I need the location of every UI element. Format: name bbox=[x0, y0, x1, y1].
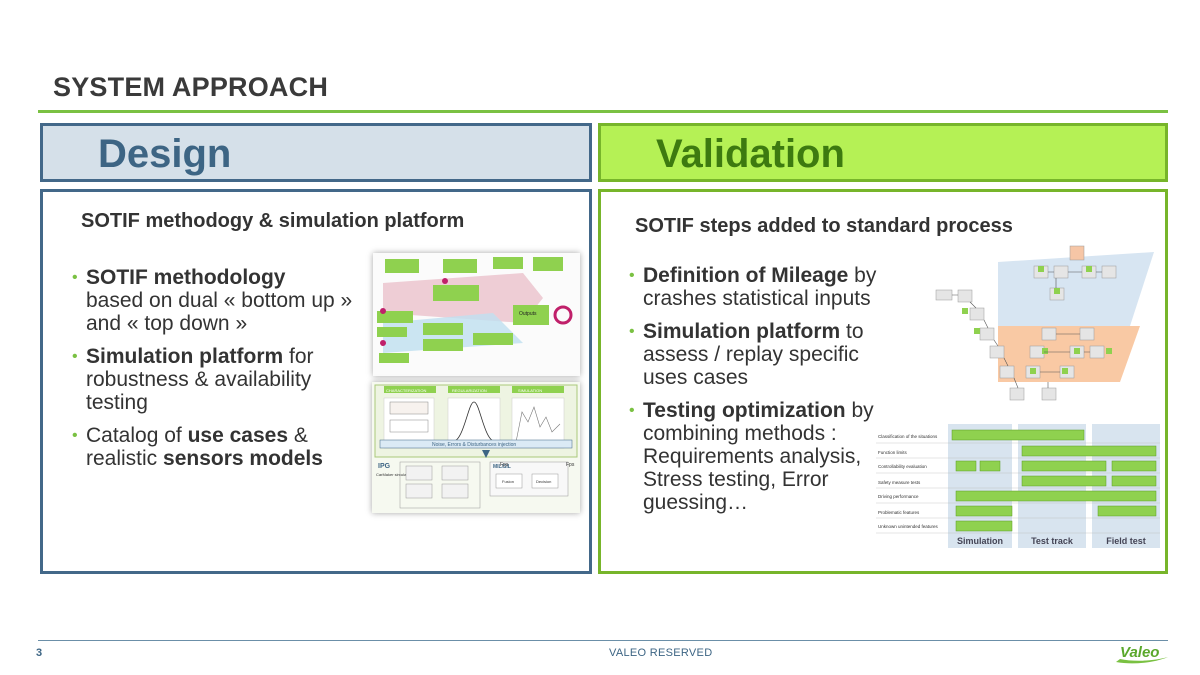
slide-title: SYSTEM APPROACH bbox=[53, 72, 329, 102]
milsil-label: MIL/SIL bbox=[493, 464, 511, 470]
figure-column-label: CHARACTERIZATION bbox=[386, 388, 426, 393]
bullet-bold: Simulation platform bbox=[86, 345, 284, 368]
validation-bullet-list: Definition of Mileage by crashes statist… bbox=[629, 264, 883, 524]
design-bullet: Simulation platform for robustness & ava… bbox=[72, 345, 371, 414]
simulation-platform-image: CHARACTERIZATION REGULARIZATION SIMULATI… bbox=[372, 382, 580, 513]
design-header: Design bbox=[40, 123, 592, 182]
table-column-label: Simulation bbox=[957, 536, 1003, 546]
bullet-text: for robustness & availability testing bbox=[86, 345, 314, 414]
validation-subtitle: SOTIF steps added to standard process bbox=[635, 215, 1013, 237]
bullet-text: to assess / replay specific uses cases bbox=[643, 320, 864, 389]
table-column-label: Field test bbox=[1106, 536, 1146, 546]
decision-label: Decision bbox=[536, 479, 551, 484]
bullet-bold: use cases bbox=[187, 424, 288, 447]
bullet-text: Catalog of bbox=[86, 424, 188, 447]
design-header-label: Design bbox=[98, 132, 232, 176]
table-row-label: Safety measure tests bbox=[878, 480, 921, 485]
table-row-label: Controllability evaluation bbox=[878, 464, 927, 469]
bullet-text: by combining methods : Requirements anal… bbox=[643, 399, 874, 514]
ipg-brand: IPG bbox=[378, 463, 391, 470]
bullet-text: based on dual « bottom up » and « top do… bbox=[86, 289, 353, 335]
table-column-label: Test track bbox=[1031, 536, 1074, 546]
footer-reserved: VALEO RESERVED bbox=[609, 647, 713, 659]
design-subtitle: SOTIF methodogy & simulation platform bbox=[81, 210, 465, 232]
table-row-label: Driving performance bbox=[878, 494, 919, 499]
bullet-bold: sensors models bbox=[163, 447, 323, 470]
carmaker-label: CarMaker simulation bbox=[376, 472, 413, 477]
sotif-methodology-figure: Outputs bbox=[373, 253, 580, 376]
page-number: 3 bbox=[36, 647, 43, 659]
valeo-logo-image: Valeo bbox=[1116, 644, 1168, 664]
validation-bullet: Definition of Mileage by crashes statist… bbox=[629, 264, 883, 310]
design-bullet: Catalog of use cases & realistic sensors… bbox=[72, 424, 371, 470]
bullet-text: & realistic bbox=[86, 424, 308, 470]
simulation-platform-figure: CHARACTERIZATION REGULARIZATION SIMULATI… bbox=[372, 382, 580, 513]
table-row-label: Problematic features bbox=[878, 510, 920, 515]
bullet-bold: Simulation platform bbox=[643, 320, 841, 343]
bullet-bold: Testing optimization bbox=[643, 399, 846, 422]
test-method-table-image: Classification of the situations Functio… bbox=[876, 424, 1160, 548]
bullet-text: by crashes statistical inputs bbox=[643, 264, 877, 310]
validation-header-label: Validation bbox=[656, 132, 845, 176]
validation-bullet: Simulation platform to assess / replay s… bbox=[629, 320, 883, 389]
bullet-bold: Definition of Mileage bbox=[643, 264, 849, 287]
bullet-bold: SOTIF methodology bbox=[86, 266, 286, 289]
table-row-label: Classification of the situations bbox=[878, 434, 938, 439]
outputs-label: Outputs bbox=[519, 311, 537, 317]
figure-column-label: REGULARIZATION bbox=[452, 388, 487, 393]
valeo-logo: Valeo bbox=[1114, 643, 1170, 665]
test-method-table: Classification of the situations Functio… bbox=[876, 424, 1160, 548]
logo-text: Valeo bbox=[1120, 644, 1159, 661]
v-cycle-image bbox=[935, 245, 1154, 401]
design-bullet-list: SOTIF methodology based on dual « bottom… bbox=[72, 266, 371, 480]
fusion-label: Fusion bbox=[502, 479, 514, 484]
fps-right: Fps bbox=[566, 462, 575, 468]
design-bullet: SOTIF methodology based on dual « bottom… bbox=[72, 266, 371, 335]
figure-column-label: SIMULATION bbox=[518, 388, 542, 393]
table-row-label: Function limits bbox=[878, 450, 908, 455]
validation-bullet: Testing optimization by combining method… bbox=[629, 399, 883, 514]
table-row-label: Unknown unintended features bbox=[878, 524, 939, 529]
title-divider bbox=[38, 110, 1168, 113]
validation-header: Validation bbox=[598, 123, 1168, 182]
methodology-diagram-image: Outputs bbox=[373, 253, 580, 376]
noise-injection-label: Noise, Errors & Disturbances injection bbox=[432, 442, 516, 448]
v-cycle-process-figure bbox=[930, 242, 1154, 410]
footer-divider bbox=[38, 640, 1168, 641]
fps-left: Fps bbox=[500, 462, 509, 468]
